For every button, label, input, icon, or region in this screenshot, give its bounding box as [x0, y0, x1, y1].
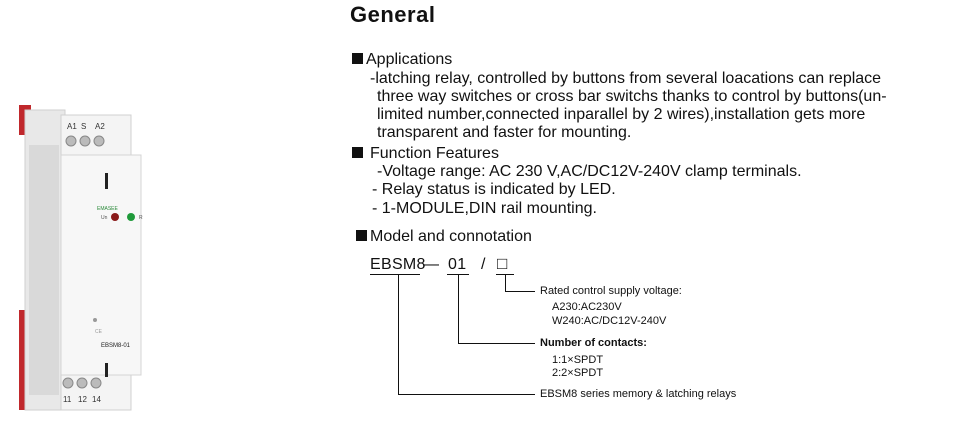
model-dash: —: [423, 256, 440, 273]
slot-mark: [105, 173, 108, 189]
slot-mark: [105, 363, 108, 377]
terminal-label: A2: [95, 122, 105, 131]
square-bullet-icon: [352, 53, 363, 64]
led-label: R: [139, 215, 143, 221]
connector-line: [458, 274, 459, 344]
connector-line: [398, 274, 399, 395]
screw-icon: [90, 377, 102, 389]
features-line: - 1-MODULE,DIN rail mounting.: [372, 200, 597, 217]
connector-line: [458, 343, 535, 344]
applications-line: three way switches or cross bar switchs …: [377, 88, 887, 105]
connector-line: [398, 394, 535, 395]
mark-icon: [93, 318, 97, 322]
screw-icon: [65, 135, 77, 147]
model-box-icon: □: [497, 254, 508, 273]
applications-line: transparent and faster for mounting.: [377, 124, 632, 141]
terminal-label: 14: [92, 395, 101, 404]
voltage-option: A230:AC230V: [552, 301, 622, 313]
ce-mark: CE: [95, 329, 103, 335]
model-heading: Model and connotation: [356, 228, 532, 246]
features-heading: Function Features: [352, 145, 499, 163]
led-label: Un: [101, 215, 108, 221]
model-slash: /: [481, 256, 486, 273]
features-heading-text: Function Features: [370, 145, 499, 162]
terminal-label: S: [81, 122, 86, 131]
code-underline: [370, 274, 420, 275]
screw-icon: [62, 377, 74, 389]
voltage-option: W240:AC/DC12V-240V: [552, 315, 667, 327]
features-line: -Voltage range: AC 230 V,AC/DC12V-240V c…: [377, 163, 802, 180]
connector-line: [505, 274, 506, 292]
brand-label: EMASEE: [97, 206, 119, 212]
model-heading-text: Model and connotation: [370, 228, 532, 245]
screw-icon: [93, 135, 105, 147]
series-description: EBSM8 series memory & latching relays: [540, 388, 737, 400]
square-bullet-icon: [356, 230, 367, 241]
device-front-raised: [60, 154, 142, 376]
applications-line: limited number,connected inparallel by 2…: [377, 106, 866, 123]
model-label: EBSM8-01: [101, 343, 131, 349]
led-red-icon: [111, 213, 119, 221]
model-contacts-code: 01: [448, 256, 467, 273]
screw-icon: [79, 135, 91, 147]
applications-line: -latching relay, controlled by buttons f…: [370, 70, 882, 87]
square-bullet-icon: [352, 147, 363, 158]
screw-icon: [76, 377, 88, 389]
relay-product-image: A1 S A2 EMASEE Un R CE EBSM8-01 11 12 14: [19, 105, 143, 411]
terminal-label: 12: [78, 395, 87, 404]
terminal-label: A1: [67, 122, 77, 131]
applications-heading-text: Applications: [366, 51, 453, 68]
model-code: EBSM8: [370, 256, 426, 273]
device-side-panel: [29, 145, 59, 395]
contacts-option: 1:1×SPDT: [552, 354, 604, 366]
contacts-option: 2:2×SPDT: [552, 367, 604, 379]
terminal-label: 11: [63, 395, 72, 404]
led-green-icon: [127, 213, 135, 221]
connector-line: [505, 291, 535, 292]
page-title: General: [350, 2, 436, 27]
contacts-title: Number of contacts:: [540, 337, 647, 349]
voltage-title: Rated control supply voltage:: [540, 285, 682, 297]
features-line: - Relay status is indicated by LED.: [372, 181, 616, 198]
applications-heading: Applications: [352, 51, 452, 69]
